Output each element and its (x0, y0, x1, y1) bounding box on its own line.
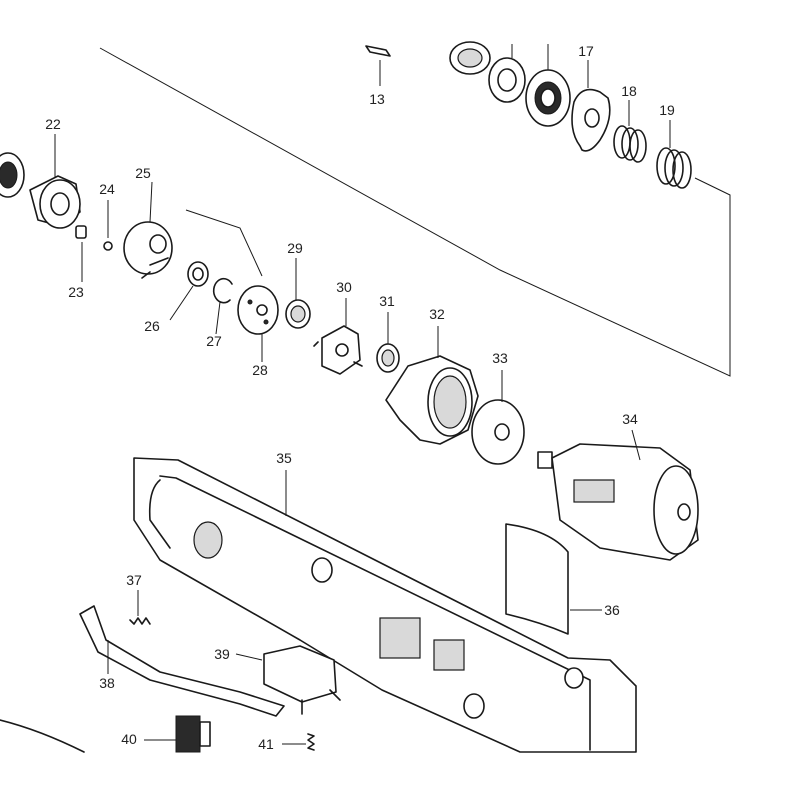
callout-36: 36 (604, 602, 620, 618)
callout-17: 17 (578, 43, 594, 59)
part-25-carrier (123, 181, 173, 279)
part-29-gear (285, 258, 311, 329)
part-19-spring (656, 120, 692, 189)
callout-33: 33 (492, 350, 508, 366)
part-23-pin (75, 225, 87, 282)
part-28-plate (237, 285, 279, 362)
part-37-spring (129, 590, 151, 625)
part-24-ball (103, 200, 113, 251)
part-27-retaining-ring (212, 277, 233, 335)
callout-38: 38 (99, 675, 115, 691)
callout-13: 13 (369, 91, 385, 107)
part-31-gear (376, 312, 400, 373)
part-22-spindle-cam (29, 134, 81, 229)
part-13-key (365, 45, 391, 86)
part-33-washer (471, 370, 525, 465)
part-bearing (525, 44, 571, 127)
callout-40: 40 (121, 731, 137, 747)
part-18-spring (613, 100, 647, 163)
part-17-lock-plate (571, 60, 611, 152)
part-34-motor (537, 429, 699, 561)
callout-23: 23 (68, 284, 84, 300)
part-left-bottom-curve (0, 719, 85, 753)
callout-37: 37 (126, 572, 142, 588)
part-41-spring (282, 733, 315, 751)
callout-32: 32 (429, 306, 445, 322)
part-left-gear-partial (0, 152, 25, 198)
callout-26: 26 (144, 318, 160, 334)
callout-41: 41 (258, 736, 274, 752)
part-26-washer (169, 261, 209, 321)
part-32-ring-gear (385, 326, 479, 445)
callout-31: 31 (379, 293, 395, 309)
part-40-switch-block (144, 715, 211, 753)
part-35-housing (133, 457, 637, 753)
callout-39: 39 (214, 646, 230, 662)
callout-19: 19 (659, 102, 675, 118)
callout-35: 35 (276, 450, 292, 466)
callout-30: 30 (336, 279, 352, 295)
part-39-switch (235, 645, 341, 715)
callout-28: 28 (252, 362, 268, 378)
callout-labels: 13 17 18 19 22 24 25 23 26 27 28 29 30 31 32 33 34 35 36 37… (45, 43, 675, 752)
assembly-bracket-lines (99, 47, 731, 377)
part-30-carrier (313, 298, 363, 375)
callout-22: 22 (45, 116, 61, 132)
callout-34: 34 (622, 411, 638, 427)
part-36-insulation-sheet (505, 523, 602, 635)
callout-25: 25 (135, 165, 151, 181)
callout-29: 29 (287, 240, 303, 256)
part-washer-top (488, 44, 526, 103)
part-top-gear (449, 41, 491, 75)
part-38-lever (79, 605, 285, 717)
callout-18: 18 (621, 83, 637, 99)
callout-27: 27 (206, 333, 222, 349)
callout-24: 24 (99, 181, 115, 197)
